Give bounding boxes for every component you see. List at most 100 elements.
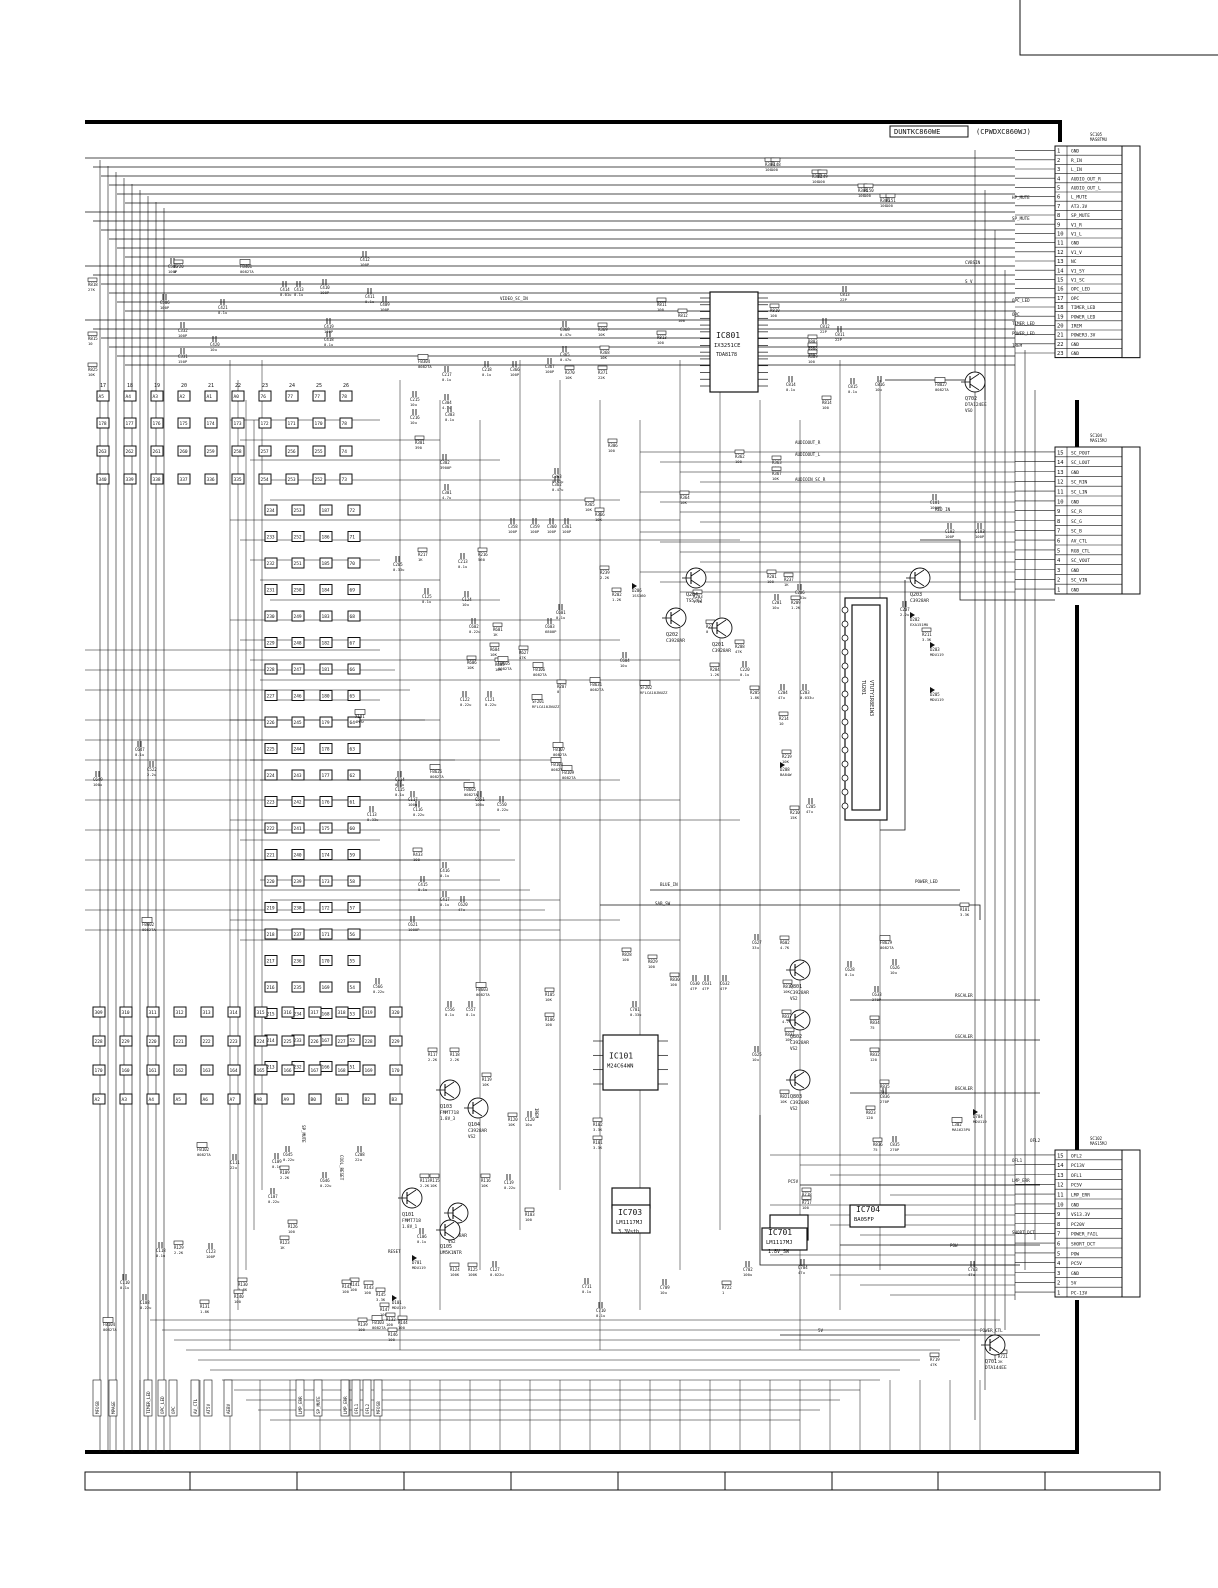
- test-pad-label: 72: [350, 508, 356, 514]
- resistor-symbol: [709, 662, 720, 667]
- component-ref: C365: [560, 352, 570, 357]
- test-pad: [264, 690, 278, 701]
- component-ref: R210: [790, 810, 800, 815]
- net-label: POW: [950, 1243, 958, 1248]
- test-pad-label: 224: [257, 1039, 265, 1045]
- component-ref: C108: [140, 1300, 150, 1305]
- test-pad: [308, 1064, 322, 1076]
- component-ref: R132: [386, 1317, 396, 1322]
- ic-ref: IC801: [716, 331, 740, 340]
- test-pad-label: 164: [230, 1068, 238, 1074]
- component-ref: FB629: [880, 940, 893, 945]
- pad-column-number: 23: [262, 383, 268, 389]
- component-value: 0.1u: [422, 599, 431, 604]
- test-pad-label: 252: [315, 477, 323, 483]
- resistor-symbol: [173, 259, 184, 264]
- test-pad: [319, 822, 333, 834]
- test-pad-label: 68: [350, 614, 356, 620]
- test-pad-label: 227: [267, 694, 275, 700]
- component-ref: FB605: [498, 661, 511, 666]
- component-ref: C710: [596, 1308, 606, 1313]
- transistor-part: DTA124EE: [965, 402, 987, 408]
- test-pad-label: 255: [315, 449, 323, 455]
- test-pad-label: 337: [180, 477, 188, 483]
- bottom-pin-label: LMP_ERR: [343, 1396, 348, 1414]
- component-value: 10: [88, 341, 93, 346]
- component-ref: C114: [395, 777, 405, 782]
- component-ref: R144: [398, 1320, 408, 1325]
- test-pad-label: 220: [267, 879, 275, 885]
- resistor-symbol: [481, 1072, 492, 1077]
- resistor-symbol: [778, 711, 789, 716]
- component-value: 0.1u: [848, 389, 857, 394]
- test-pad: [347, 637, 361, 648]
- connector-pin-number: 2: [1057, 158, 1060, 164]
- component-value: 0.1u: [135, 752, 144, 757]
- component-ref: C701: [630, 1007, 640, 1012]
- test-pad-label: 257: [261, 449, 269, 455]
- test-pad-label: 77: [288, 394, 294, 400]
- component-ref: C627: [752, 940, 762, 945]
- connector-pin-name: SC_POUT: [1071, 450, 1090, 456]
- test-pad: [254, 1006, 268, 1018]
- component-value: 3.3K: [593, 1127, 603, 1132]
- test-pad: [200, 1006, 214, 1018]
- test-pad: [264, 769, 278, 781]
- component-value: 1.2K: [612, 597, 622, 602]
- component-ref: C366: [510, 367, 520, 372]
- test-pad-label: 58: [350, 879, 356, 885]
- component-ref: C419: [324, 324, 334, 329]
- component-value: 100: [386, 1322, 394, 1327]
- test-pad-label: 234: [267, 508, 275, 514]
- resistor-symbol: [584, 497, 595, 502]
- component-value: 1.8K: [200, 1309, 210, 1314]
- test-pad: [258, 445, 272, 457]
- resistor-symbol: [599, 345, 610, 350]
- tuner-pin: [841, 662, 849, 670]
- resistor-symbol: [414, 435, 425, 440]
- component-value: 0.1u: [596, 1313, 605, 1318]
- resistor-symbol: [771, 466, 782, 471]
- component-ref: C418: [324, 337, 334, 342]
- net-label: POWER_LED: [1012, 331, 1035, 336]
- resistor-symbol: [466, 655, 477, 660]
- connector-pin-number: 6: [1057, 195, 1060, 201]
- test-pad-label: 63: [350, 747, 356, 753]
- component-ref: R808: [808, 347, 818, 352]
- test-pad: [96, 390, 110, 402]
- component-ref: FB106: [533, 667, 546, 672]
- component-ref: R205: [750, 690, 760, 695]
- test-pad-label: 226: [311, 1039, 319, 1045]
- component-value: 10u: [752, 1057, 759, 1062]
- component-ref: C709: [660, 1285, 670, 1290]
- component-ref: C109: [272, 1159, 282, 1164]
- component-ref: R605: [495, 662, 505, 667]
- component-ref: R815: [88, 336, 98, 341]
- test-pad-label: 64: [350, 720, 356, 726]
- resistor-symbol: [721, 1280, 732, 1285]
- test-pad-label: 165: [257, 1068, 265, 1074]
- test-pad-label: 170: [322, 959, 330, 965]
- component-value: 75: [873, 1147, 878, 1152]
- test-pad: [319, 531, 333, 542]
- bottom-pin-tab: [108, 1379, 118, 1417]
- component-value: 33u: [752, 945, 759, 950]
- component-ref: FB107: [553, 747, 566, 752]
- component-value: 10u: [410, 420, 417, 425]
- component-ref: C361: [562, 524, 572, 529]
- component-ref: R836: [873, 1142, 883, 1147]
- component-value: 0.22u: [413, 812, 424, 817]
- component-value: 100: [808, 359, 816, 364]
- connector-pin-name: GND: [1071, 568, 1079, 574]
- component-ref: C362: [552, 482, 562, 487]
- resistor-symbol: [597, 322, 608, 327]
- component-value: 1K: [784, 582, 789, 587]
- component-value: 10K: [595, 517, 603, 522]
- component-value: 100: [670, 982, 678, 987]
- component-ref: D208: [780, 767, 790, 772]
- test-pad-label: 184: [322, 588, 330, 594]
- component-value: 0.22u: [469, 629, 480, 634]
- test-pad-label: 170: [315, 421, 323, 427]
- component-ref: C421: [218, 305, 228, 310]
